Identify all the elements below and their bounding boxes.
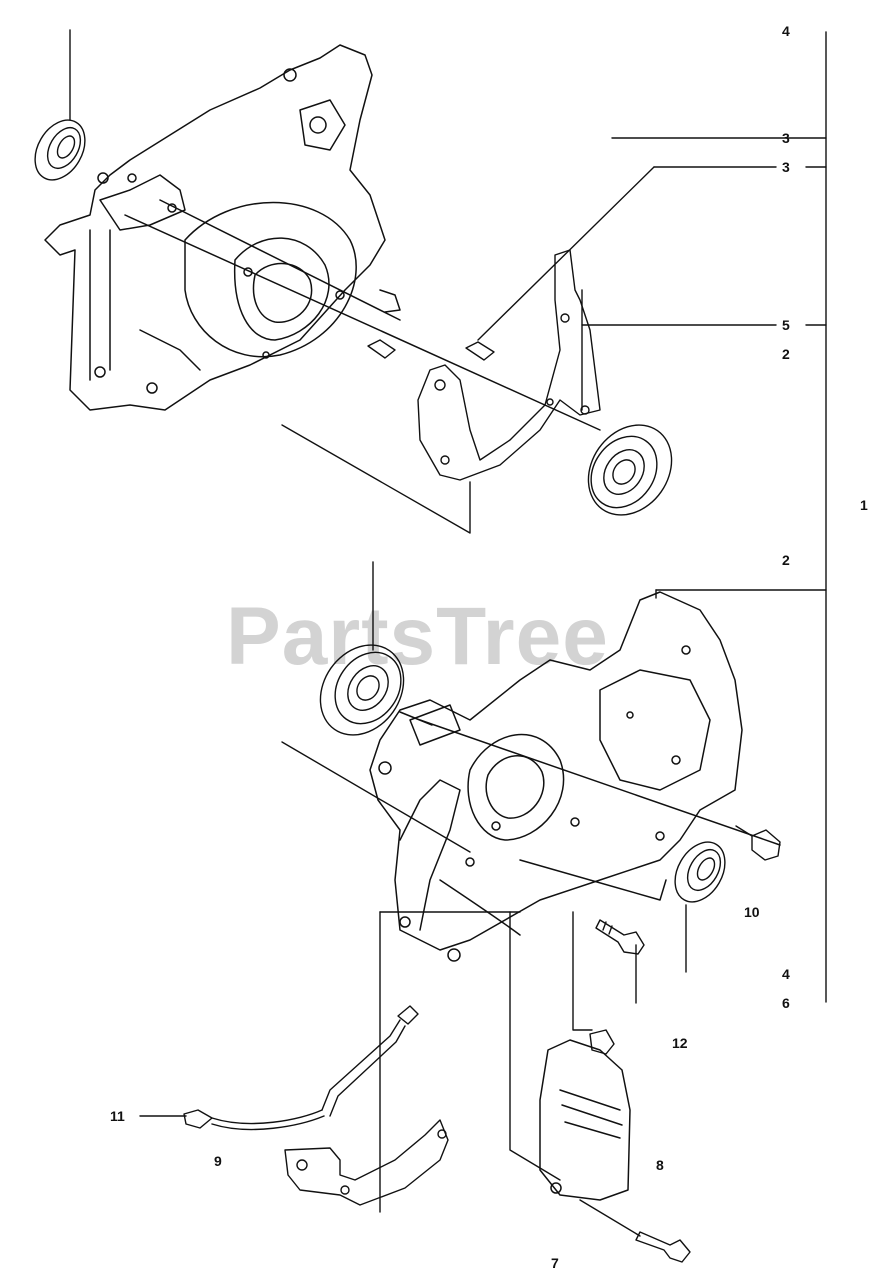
callout-4-top: 4 [782,23,790,39]
top-oil-seal [34,119,86,181]
upper-crankcase [44,44,601,431]
callout-5: 5 [782,317,790,333]
wire-harness [183,1005,419,1131]
lower-crankcase [369,591,781,962]
lower-oil-seal [674,841,726,903]
callout-2-a: 2 [782,346,790,362]
callout-8: 8 [656,1157,664,1173]
callout-11: 11 [110,1108,125,1124]
mounting-plate [284,1119,449,1206]
callout-4-bottom: 4 [782,966,790,982]
callout-9: 9 [214,1153,222,1169]
gasket [417,249,601,481]
leader-lower [281,424,471,534]
callout-2-b: 2 [782,552,790,568]
lower-bearing [319,644,405,736]
callout-10: 10 [744,904,760,920]
bolt-right [735,825,781,861]
leader-pin-diag [477,166,655,341]
leader-cover [509,911,561,1181]
callout-6: 6 [782,995,790,1011]
callout-1: 1 [860,497,868,513]
screw-7 [579,1199,691,1263]
callout-3-b: 3 [782,159,790,175]
leader-12 [572,911,593,1031]
dowel-pins [367,339,495,361]
screw-12 [595,919,645,955]
callout-7: 7 [551,1255,559,1271]
leader-left-mid [281,741,471,853]
cover [539,1039,631,1201]
callout-3-a: 3 [782,130,790,146]
callout-12: 12 [672,1035,688,1051]
upper-bearing [587,424,673,516]
clip-12 [589,1029,615,1055]
